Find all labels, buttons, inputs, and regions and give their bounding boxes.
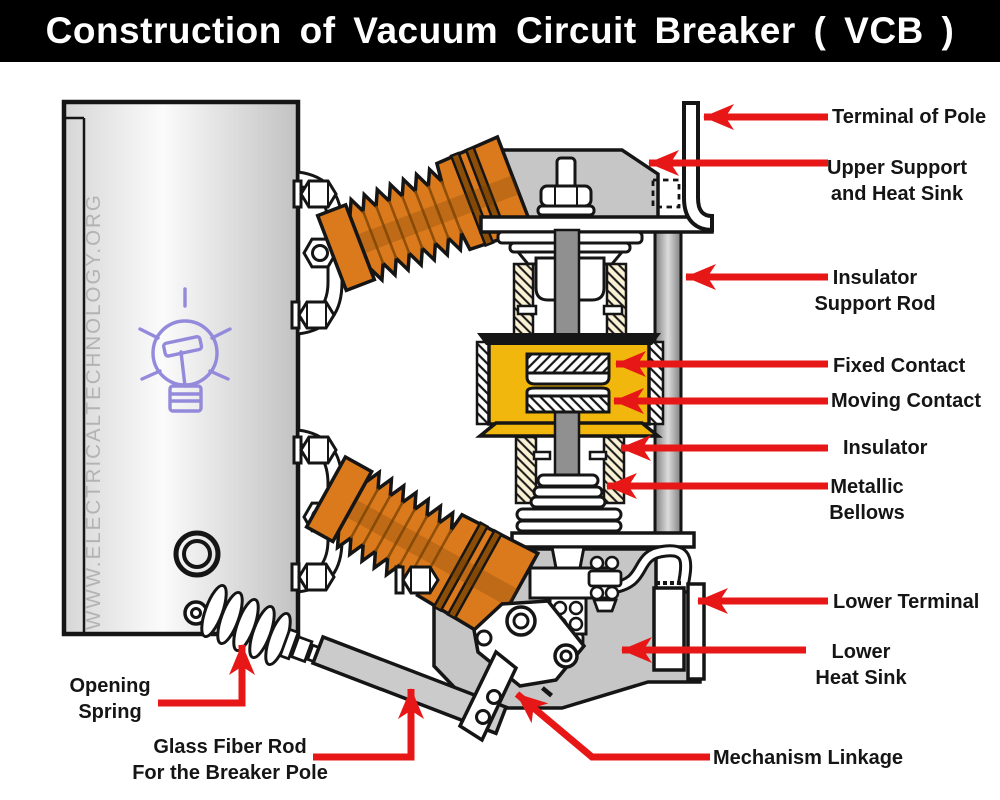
label-mechanism-linkage: Mechanism Linkage [713, 747, 904, 769]
arrow-mechanism-linkage [514, 691, 710, 761]
label-glass-fiber-rod: Glass Fiber Rod For the Breaker Pole [132, 736, 328, 784]
arrow-glass-fiber-rod [313, 688, 424, 761]
label-lower-terminal: Lower Terminal [833, 591, 980, 613]
label-metallic-bellows: Metallic Bellows [829, 476, 905, 524]
lower-insulator [304, 454, 541, 642]
moving-contact-part [525, 386, 611, 414]
label-opening-spring: Opening Spring [69, 675, 151, 723]
title-bar: Construction of Vacuum Circuit Breaker (… [0, 0, 1000, 62]
lower-terminal [652, 581, 706, 681]
label-upper-support: Upper Support and Heat Sink [827, 157, 967, 205]
arrow-opening-spring [158, 644, 255, 707]
top-flange-plate [479, 215, 714, 234]
fixed-contact-part [525, 352, 611, 386]
lower-mounting-bracket [290, 428, 344, 594]
pole-housing-panel: WWW.ELECTRICALTECHNOLOGY.ORG [61, 99, 301, 637]
label-fixed-contact: Fixed Contact [833, 355, 966, 377]
upper-support-heat-sink [486, 148, 681, 224]
hex-bolt [290, 562, 336, 592]
moving-contact-stem-rod [553, 402, 581, 482]
hex-bolt [290, 300, 336, 330]
watermark-text: WWW.ELECTRICALTECHNOLOGY.ORG [82, 193, 105, 630]
hex-bolt [292, 179, 338, 209]
mechanism-linkage [457, 599, 587, 743]
label-insulator: Insulator [843, 437, 928, 459]
label-moving-contact: Moving Contact [831, 390, 981, 412]
label-insulator-support-rod: Insulator Support Rod [814, 267, 936, 315]
dashed-marker-box [651, 178, 681, 209]
label-terminal-of-pole: Terminal of Pole [832, 106, 987, 128]
vcb-diagram: WWW.ELECTRICALTECHNOLOGY.ORG [61, 99, 828, 761]
hex-bolt [292, 435, 338, 465]
metallic-bellows [515, 473, 623, 533]
page-title: Construction of Vacuum Circuit Breaker (… [45, 10, 955, 51]
label-lower-heat-sink: Lower Heat Sink [815, 641, 907, 689]
panel-ring [173, 530, 221, 578]
hex-bolt [394, 565, 440, 595]
lightbulb-icon [138, 287, 232, 413]
conductor-tube [610, 544, 693, 595]
contact-chamber [475, 333, 665, 482]
